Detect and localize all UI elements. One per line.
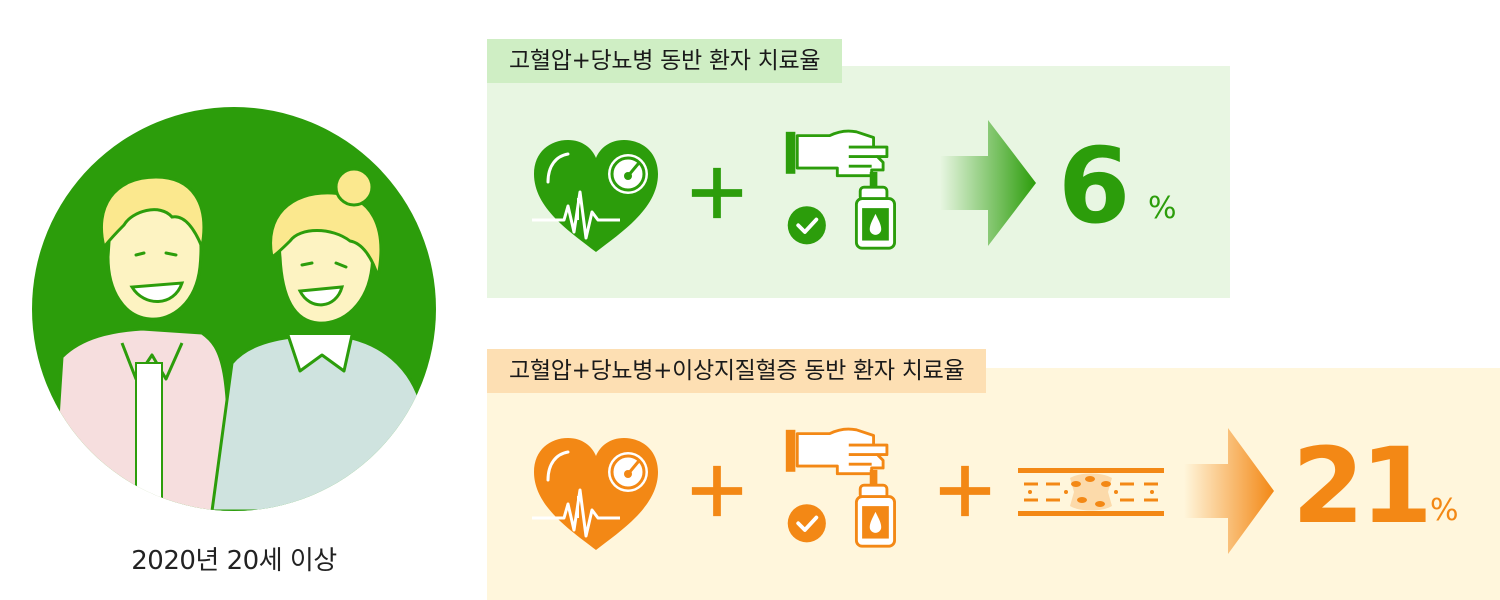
heart-blood-pressure-icon [530,434,662,552]
panel-title: 고혈압+당뇨병 동반 환자 치료율 [487,39,843,83]
arrow-right-icon [1184,428,1274,554]
plus-icon [936,462,994,520]
percent-unit: % [1148,191,1177,226]
hand-medication-icon [782,424,906,552]
treatment-rate-value: 21 [1292,425,1433,547]
blood-vessel-cholesterol-icon [1016,462,1166,522]
heart-blood-pressure-icon [530,136,662,254]
couple-illustration [32,107,436,511]
plus-icon [688,462,746,520]
panel-title: 고혈압+당뇨병+이상지질혈증 동반 환자 치료율 [487,349,987,393]
treatment-rate-value: 6 [1058,125,1130,247]
percent-unit: % [1430,493,1459,528]
hand-medication-icon [782,126,906,254]
plus-icon [688,164,746,222]
arrow-right-icon [940,120,1036,246]
age-caption: 2020년 20세 이상 [131,546,337,576]
